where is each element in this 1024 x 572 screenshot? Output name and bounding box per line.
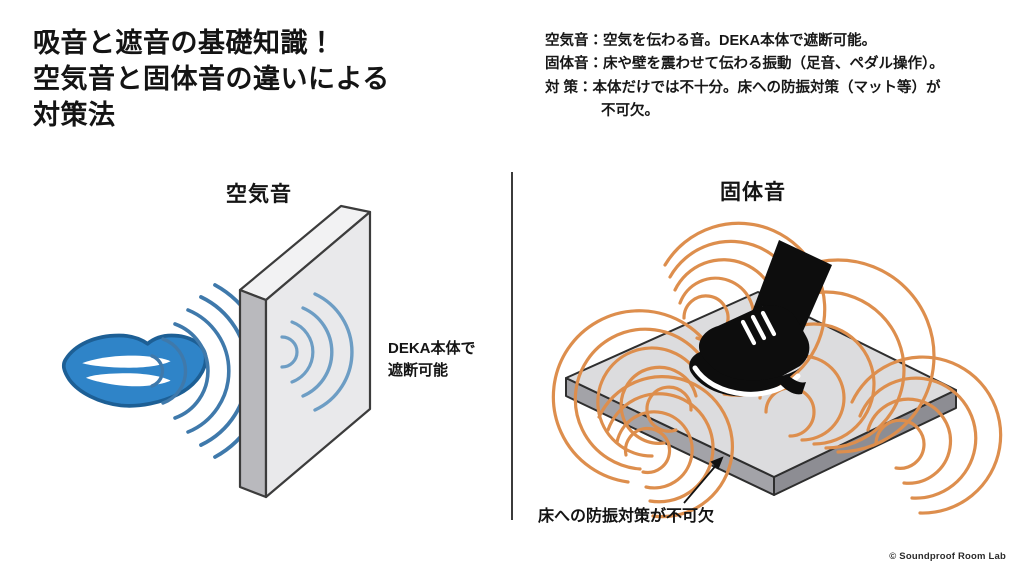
footer-credit: © Soundproof Room Lab [889, 551, 1006, 562]
transmitted-wave-icon [280, 292, 354, 412]
vibration-wave-icon-below-left [597, 375, 734, 519]
summary-line-measure: 対 策：本体だけでは不十分。床への防振対策（マット等）が [545, 79, 941, 96]
title-line-1: 吸音と遮音の基礎知識！ [33, 28, 336, 58]
sound-wave-icon [150, 283, 268, 459]
caption-wall-line-2: 遮断可能 [388, 361, 449, 379]
lips-icon [61, 333, 208, 408]
summary-line-air: 空気音：空気を伝わる音。DEKA本体で遮断可能。 [545, 33, 877, 49]
shoe-icon [689, 240, 832, 397]
wall-slab-icon [238, 204, 372, 499]
panel-heading-air: 空気音 [226, 183, 292, 206]
pointer-arrow-icon [683, 456, 724, 504]
summary-line-measure-cont: 不可欠。 [601, 103, 659, 120]
vibration-wave-icon-bottom-right [740, 258, 936, 454]
vibration-wave-icon-below-right [850, 355, 1003, 515]
page-title: 吸音と遮音の基礎知識！ 空気音と固体音の違いによる 対策法 [33, 26, 503, 134]
caption-floor: 床への防振対策が不可欠 [538, 508, 715, 525]
title-line-2: 空気音と固体音の違いによる [33, 63, 390, 94]
floor-slab-icon [565, 291, 957, 496]
caption-wall: DEKA本体で 遮断可能 [388, 338, 476, 382]
title-line-3: 対策法 [33, 99, 116, 130]
summary-text-block: 空気音：空気を伝わる音。DEKA本体で遮断可能。 固体音：床や壁を震わせて伝わる… [545, 30, 1015, 124]
panel-divider [511, 172, 513, 520]
panel-heading-solid: 固体音 [720, 181, 786, 204]
caption-wall-line-1: DEKA本体で [388, 340, 476, 357]
vibration-wave-icon-bottom-left [551, 309, 716, 484]
summary-line-solid: 固体音：床や壁を震わせて伝わる振動（足音、ペダル操作）。 [545, 56, 944, 73]
vibration-wave-icon-top-left [663, 221, 827, 397]
